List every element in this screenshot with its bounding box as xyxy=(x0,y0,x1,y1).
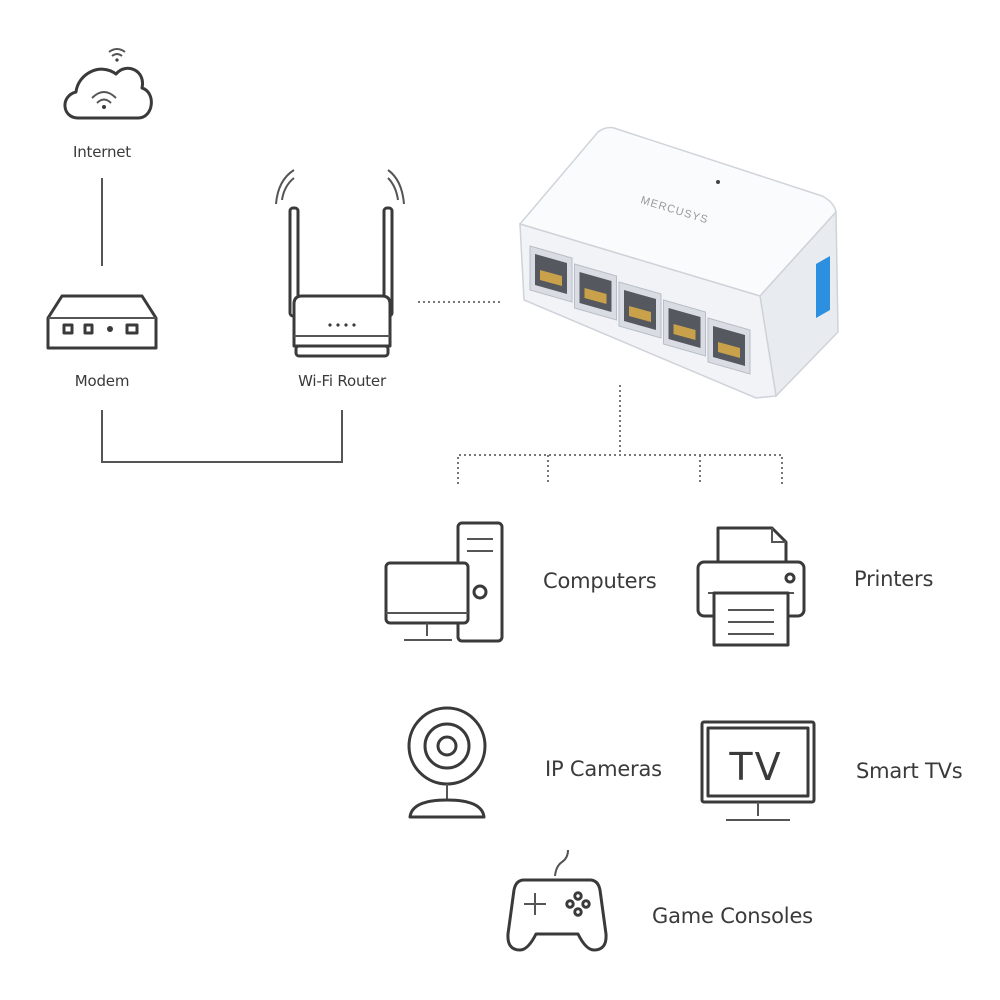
printers-label: Printers xyxy=(854,567,934,591)
ethernet-port xyxy=(574,263,617,321)
computers-label: Computers xyxy=(543,569,657,593)
computer-icon xyxy=(384,521,504,643)
switch-ports xyxy=(529,245,751,375)
game-controller-icon xyxy=(506,849,608,952)
ip-cameras-label: IP Cameras xyxy=(545,757,662,781)
game-consoles-label: Game Consoles xyxy=(652,904,813,928)
ip-camera-icon xyxy=(407,706,487,819)
internet-label: Internet xyxy=(73,143,131,161)
cloud-icon xyxy=(63,48,153,120)
device-branch-dotted-line xyxy=(457,454,783,484)
switch-top-face xyxy=(518,126,837,297)
ethernet-port xyxy=(529,245,573,303)
modem-icon xyxy=(46,294,158,350)
tv-screen-text: TV xyxy=(728,745,782,789)
ethernet-port xyxy=(663,299,706,357)
ethernet-switch: MERCUSYS xyxy=(518,126,839,399)
smart-tv-icon: TV xyxy=(700,720,816,821)
connection-lines xyxy=(101,178,783,484)
printer-icon xyxy=(696,526,806,647)
modem-label: Modem xyxy=(74,372,130,390)
smart-tvs-label: Smart TVs xyxy=(856,759,963,783)
switch-blue-port xyxy=(816,256,830,318)
router-label: Wi-Fi Router xyxy=(298,372,386,390)
router-icon xyxy=(275,169,405,358)
switch-led xyxy=(716,180,720,184)
modem-to-router-line xyxy=(101,410,343,463)
ethernet-port xyxy=(707,317,751,375)
ethernet-port xyxy=(618,281,662,339)
